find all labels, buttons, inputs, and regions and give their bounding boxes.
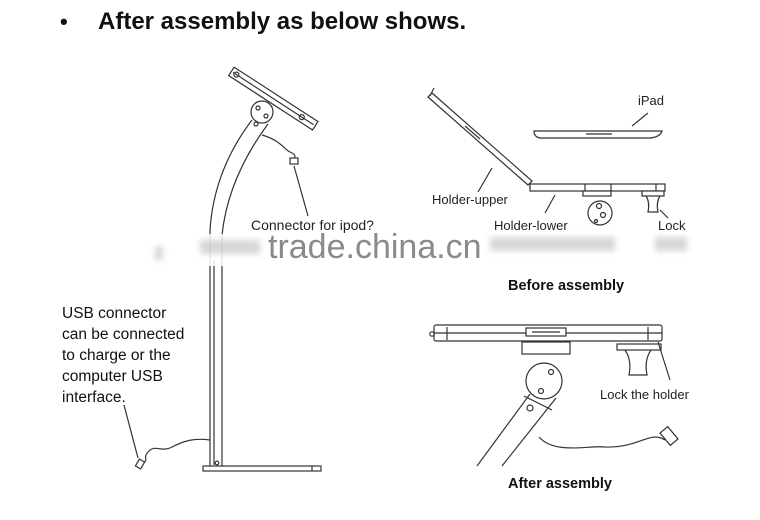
usb-note-line: USB connector (62, 305, 167, 322)
after-assembly-drawing (429, 324, 679, 467)
usb-note-line: interface. (62, 389, 126, 406)
watermark-blur (200, 240, 260, 254)
before-assembly-caption: Before assembly (508, 278, 625, 294)
lock-label: Lock (658, 218, 686, 233)
usb-note-line: can be connected (62, 326, 185, 343)
heading: • After assembly as below shows. (60, 8, 466, 36)
heading-text: After assembly as below shows. (98, 8, 467, 35)
holder-lower-label: Holder-lower (494, 218, 568, 233)
connector-label: Connector for ipod? (251, 217, 374, 233)
usb-note-line: to charge or the (62, 347, 171, 364)
watermark-blur (490, 237, 615, 251)
lock-holder-label: Lock the holder (600, 387, 689, 402)
watermark-blur (155, 246, 163, 260)
floor-stand-drawing (123, 66, 322, 472)
holder-upper-label: Holder-upper (432, 192, 508, 207)
usb-note-line: computer USB (62, 368, 163, 385)
bullet-icon: • (60, 9, 68, 34)
before-assembly-drawing (427, 87, 669, 226)
stand-holder-bar (227, 66, 319, 131)
watermark: trade.china.cn (268, 228, 482, 266)
after-assembly-caption: After assembly (508, 476, 612, 492)
watermark-blur (655, 237, 687, 251)
ipad-label: iPad (638, 93, 665, 108)
usb-note: USB connector can be connected to charge… (62, 303, 184, 408)
